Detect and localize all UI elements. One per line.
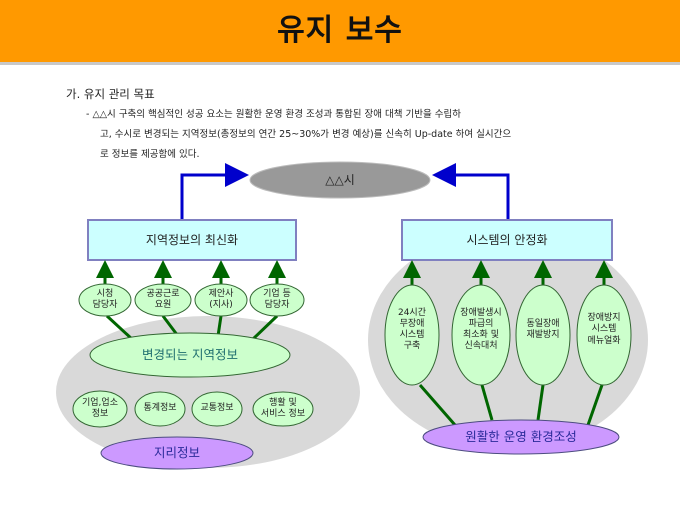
description-line: - △△시 구축의 핵심적인 성공 요소는 원활한 운영 환경 조성과 통합된 … [86, 109, 461, 120]
green-link [216, 315, 223, 337]
green-link [105, 314, 135, 342]
system-label: 동일장애 재발방지 [526, 318, 560, 340]
type-node [252, 391, 314, 427]
type-node [72, 390, 128, 428]
green-link [418, 384, 457, 426]
left-box-label: 지역정보의 최신화 [145, 232, 239, 247]
right-box-label: 시스템의 안정화 [466, 232, 548, 247]
source-label: 제안사 (지사) [208, 288, 234, 310]
source-node [249, 283, 305, 317]
green-link [480, 384, 494, 421]
base-right-label: 원활한 운영 환경조성 [465, 429, 577, 445]
system-label: 장애발생시 파급의 최소화 및 신속대처 [460, 307, 502, 352]
green-link [536, 384, 545, 421]
green-link [586, 384, 604, 426]
system-node [451, 284, 511, 386]
section-heading: 가. 유지 관리 목표 [66, 87, 155, 101]
right-blue-arrow [432, 163, 510, 220]
system-label: 장애방지 시스템 메뉴얼화 [587, 313, 621, 346]
source-label: 기업 등 담당자 [263, 288, 291, 310]
header-bar: 유지 보수 [0, 0, 680, 65]
left-blue-arrow [180, 163, 249, 220]
system-node [384, 284, 440, 386]
source-label: 공공근로 요원 [146, 288, 180, 310]
type-label: 행활 및 서비스 정보 [260, 397, 306, 419]
hub-label: 변경되는 지역정보 [142, 347, 238, 363]
left-box [87, 219, 297, 261]
base-left-label: 지리정보 [153, 445, 200, 461]
system-label: 24시간 무장애 시스템 구축 [397, 307, 426, 352]
page-title: 유지 보수 [277, 13, 403, 48]
type-label: 교통정보 [200, 403, 234, 414]
green-link [250, 314, 279, 342]
source-node [78, 283, 132, 317]
system-node [576, 284, 632, 386]
type-label: 기업,업소 정보 [82, 397, 118, 419]
system-node [515, 284, 571, 386]
type-label: 통계정보 [143, 403, 177, 414]
type-node [134, 391, 186, 427]
center-node [249, 161, 431, 199]
green-link [161, 315, 180, 337]
center-label: △△시 [325, 172, 355, 187]
description-line: 로 정보를 제공함에 있다. [100, 149, 200, 160]
source-node [134, 283, 192, 317]
hub-node [89, 332, 291, 378]
type-node [191, 391, 243, 427]
description-line: 고, 수시로 변경되는 지역정보(총정보의 연간 25~30%가 변경 예상)를… [100, 129, 512, 140]
right-box [401, 219, 613, 261]
base-node-right [422, 419, 620, 455]
source-node [194, 283, 248, 317]
source-label: 시청 담당자 [92, 288, 118, 310]
base-node-left [100, 436, 254, 470]
